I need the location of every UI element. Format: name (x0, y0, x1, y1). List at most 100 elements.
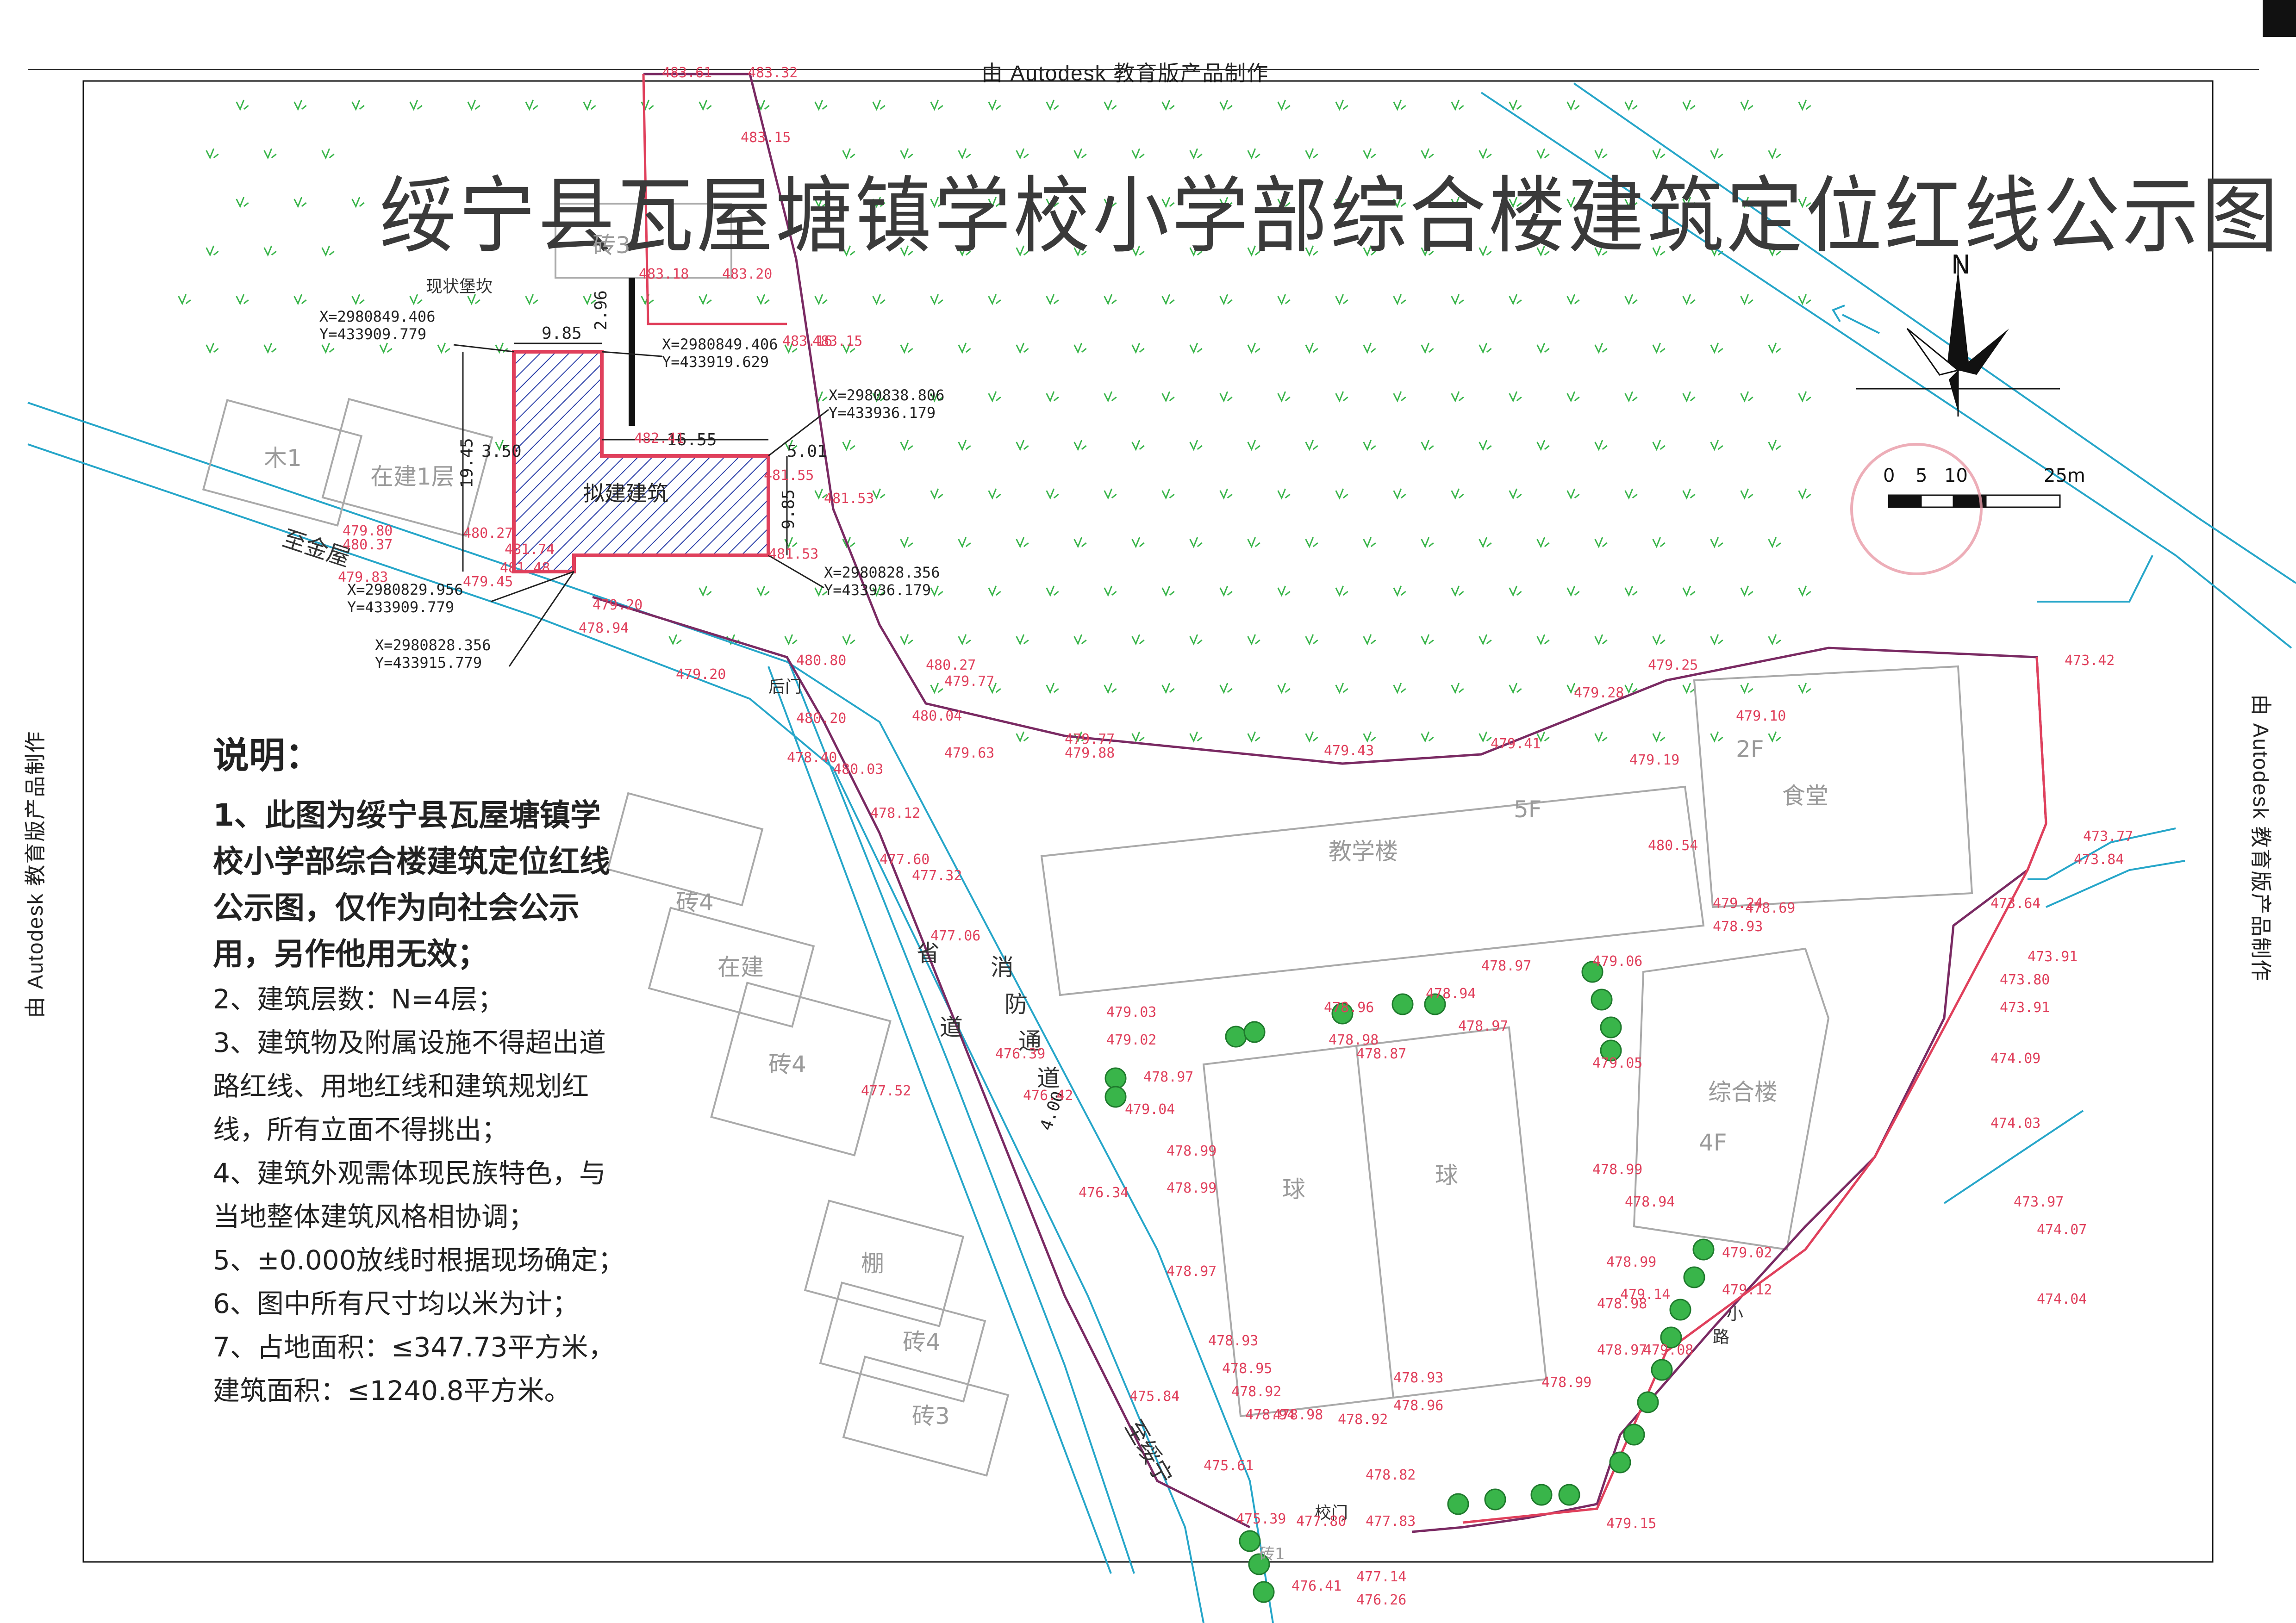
leader-c1 (453, 344, 514, 353)
dim-19-45: 19.45 (457, 438, 477, 488)
elevation-label: 473.97 (2014, 1194, 2064, 1210)
road-lines (27, 82, 2296, 1623)
elevation-label: 478.99 (1592, 1162, 1643, 1178)
grass-mark (958, 440, 971, 451)
grass-mark (1073, 537, 1087, 548)
coord-label-6: X=2980828.356 Y=433915.779 (375, 636, 491, 672)
road-provincial-east (27, 443, 1204, 1623)
grass-mark (1305, 731, 1318, 743)
coord-label-5: X=2980828.356 Y=433936.179 (824, 564, 940, 599)
grass-mark (1798, 99, 1811, 111)
grass-mark (842, 148, 855, 160)
elevation-label: 476.41 (1292, 1578, 1342, 1594)
grass-mark (379, 342, 393, 354)
road-east-2 (2046, 860, 2185, 908)
elevation-label: 474.03 (1990, 1115, 2041, 1132)
grass-mark (236, 99, 249, 111)
elevation-label: 475.84 (1129, 1388, 1180, 1405)
elevation-label: 478.93 (1713, 919, 1763, 935)
grass-mark (1335, 683, 1348, 694)
grass-mark (1161, 488, 1175, 500)
elevation-label: 478.82 (1366, 1467, 1416, 1483)
leader-c3 (768, 409, 829, 457)
elevation-label: 480.80 (796, 653, 847, 669)
elevation-label: 479.15 (1606, 1516, 1657, 1532)
grass-mark (1131, 440, 1145, 451)
sports-court (1202, 1026, 1547, 1418)
elevation-label: 479.04 (1125, 1101, 1175, 1118)
grass-mark (1509, 294, 1522, 305)
elevation-label: 478.94 (1426, 986, 1476, 1002)
grass-mark (1305, 245, 1318, 257)
label-in-construction: 在建 (718, 954, 764, 981)
page-title: 绥宁县瓦屋塘镇学校小学部综合楼建筑定位红线公示图 (380, 168, 2281, 265)
grass-mark (699, 294, 712, 305)
label-under-construction-1: 在建1层 (370, 463, 455, 490)
tree-icon (1623, 1424, 1645, 1446)
elevation-label: 479.14 (1620, 1287, 1671, 1303)
grass-mark (1566, 391, 1580, 403)
elevation-label: 476.26 (1356, 1592, 1407, 1608)
grass-mark (1740, 391, 1753, 403)
grass-mark (1305, 537, 1318, 548)
grass-mark (900, 342, 913, 354)
grass-mark (1624, 197, 1638, 208)
grass-mark (1682, 99, 1696, 111)
notes-item-4: 4、建筑外观需体现民族特色，与当地整体建筑风格相协调； (213, 1157, 606, 1232)
grass-mark (1363, 148, 1376, 160)
grass-mark (525, 294, 538, 305)
grass-mark (495, 440, 508, 451)
tree-icon (1600, 1039, 1622, 1062)
grass-mark (1104, 99, 1117, 111)
grass-mark (872, 99, 886, 111)
grass-mark (958, 148, 971, 160)
label-small-road-2: 路 (1713, 1328, 1730, 1347)
grass-mark (1161, 294, 1175, 305)
grass-mark (1247, 342, 1260, 354)
label-existing-fort: 现状堡坎 (426, 277, 493, 296)
elevation-label: 478.12 (870, 805, 921, 821)
grass-mark (1247, 537, 1260, 548)
grass-mark (1277, 294, 1291, 305)
label-brick1: 砖1 (1259, 1545, 1285, 1563)
grass-mark (1305, 634, 1318, 646)
grass-mark (263, 148, 277, 160)
redline-north (642, 74, 787, 325)
scale-tick-5: 5 (1915, 465, 1928, 486)
grass-mark (351, 99, 365, 111)
coord-label-3: X=2980838.806 Y=433936.179 (829, 386, 945, 422)
label-teaching-building: 教学楼 (1329, 838, 1398, 865)
grass-mark (1363, 245, 1376, 257)
grass-mark (1509, 391, 1522, 403)
grass-mark (1131, 731, 1145, 743)
grass-mark (1594, 537, 1608, 548)
grass-mark (1566, 197, 1580, 208)
grass-mark (930, 197, 943, 208)
drawing-frame (82, 80, 2214, 1563)
grass-mark (1536, 148, 1550, 160)
building-complex (1633, 947, 1830, 1251)
grass-mark (1624, 585, 1638, 597)
elevation-label: 479.02 (1106, 1032, 1157, 1048)
elevation-label: 477.52 (861, 1083, 911, 1099)
label-fire-lane-3: 通 (1018, 1028, 1042, 1055)
elevation-label: 479.63 (944, 745, 995, 761)
tree-icon (1331, 1002, 1354, 1025)
grass-mark (1046, 488, 1059, 500)
grass-mark (1189, 245, 1203, 257)
leader-c6 (508, 571, 575, 667)
elevation-label: 479.41 (1491, 736, 1541, 752)
elevation-label: 481.53 (824, 491, 874, 507)
elevation-label: 478.94 (1245, 1407, 1296, 1423)
elevation-label: 478.92 (1338, 1412, 1388, 1428)
elevation-label: 473.80 (2000, 972, 2050, 988)
road-ne-2 (1573, 82, 2296, 584)
grass-mark (1104, 488, 1117, 500)
grass-mark (206, 245, 219, 257)
grass-mark (988, 197, 1001, 208)
grass-mark (958, 245, 971, 257)
grass-mark (668, 634, 682, 646)
grass-mark (1536, 537, 1550, 548)
elevation-label: 479.77 (1065, 731, 1115, 747)
elevation-label: 474.09 (1990, 1051, 2041, 1067)
